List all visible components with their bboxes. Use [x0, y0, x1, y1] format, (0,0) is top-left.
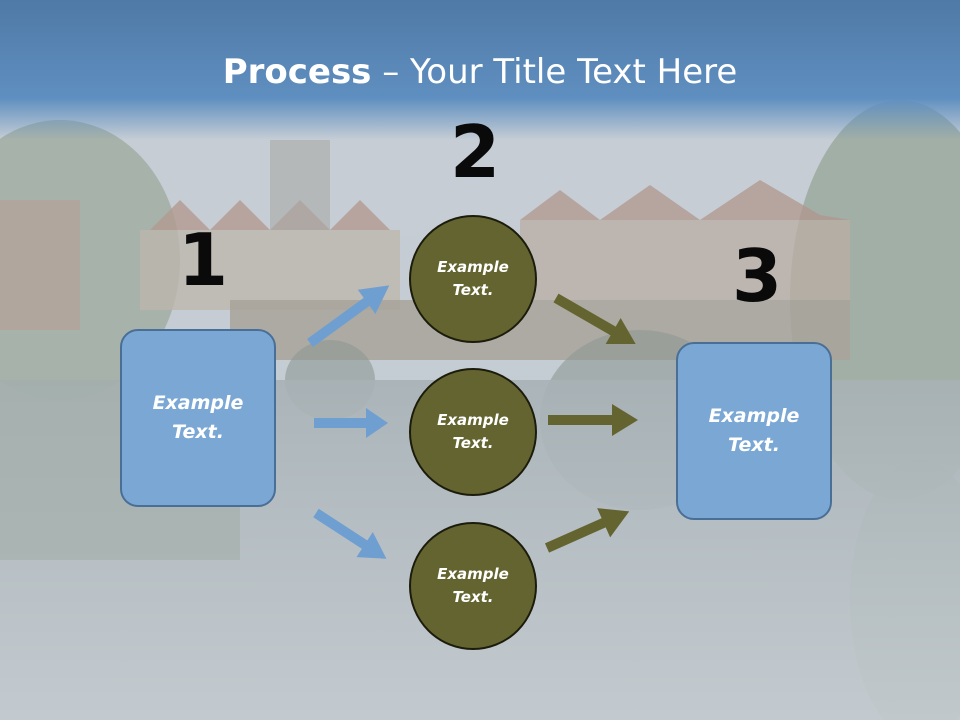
title-band	[0, 0, 960, 140]
blue-arrows	[307, 285, 390, 559]
step-number-2: 2	[450, 110, 501, 194]
title-bold: Process	[222, 52, 372, 92]
arrow-bottom-circle-to-box	[544, 508, 630, 553]
arrow-box-to-middle-circle	[314, 408, 388, 438]
step-number-3: 3	[732, 234, 783, 318]
step-2-circle-bottom[interactable]: Example Text.	[409, 522, 537, 650]
circle-top-text-line2: Text.	[452, 281, 494, 299]
arrow-middle-circle-to-box	[548, 404, 638, 436]
circle-top-text-line1: Example	[437, 258, 509, 276]
circle-bottom-text-line2: Text.	[452, 588, 494, 606]
step-2-circle-middle[interactable]: Example Text.	[409, 368, 537, 496]
step-1-text-line2: Text.	[172, 421, 224, 443]
circle-middle-text-line1: Example	[437, 411, 509, 429]
step-1-box[interactable]: Example Text.	[120, 329, 276, 507]
slide-title: Process – Your Title Text Here	[0, 52, 960, 92]
arrow-box-to-top-circle	[307, 285, 390, 348]
step-1-text-line1: Example	[152, 392, 244, 414]
circle-bottom-text-line1: Example	[437, 565, 509, 583]
step-3-text-line2: Text.	[728, 434, 780, 456]
step-3-text-line1: Example	[708, 405, 800, 427]
step-2-circle-top[interactable]: Example Text.	[409, 215, 537, 343]
step-number-1: 1	[178, 218, 229, 302]
step-3-box[interactable]: Example Text.	[676, 342, 832, 520]
olive-arrows	[544, 293, 638, 553]
arrow-top-circle-to-box	[553, 293, 636, 344]
title-rest: – Your Title Text Here	[371, 52, 738, 92]
circle-middle-text-line2: Text.	[452, 434, 494, 452]
arrow-box-to-bottom-circle	[313, 508, 387, 559]
